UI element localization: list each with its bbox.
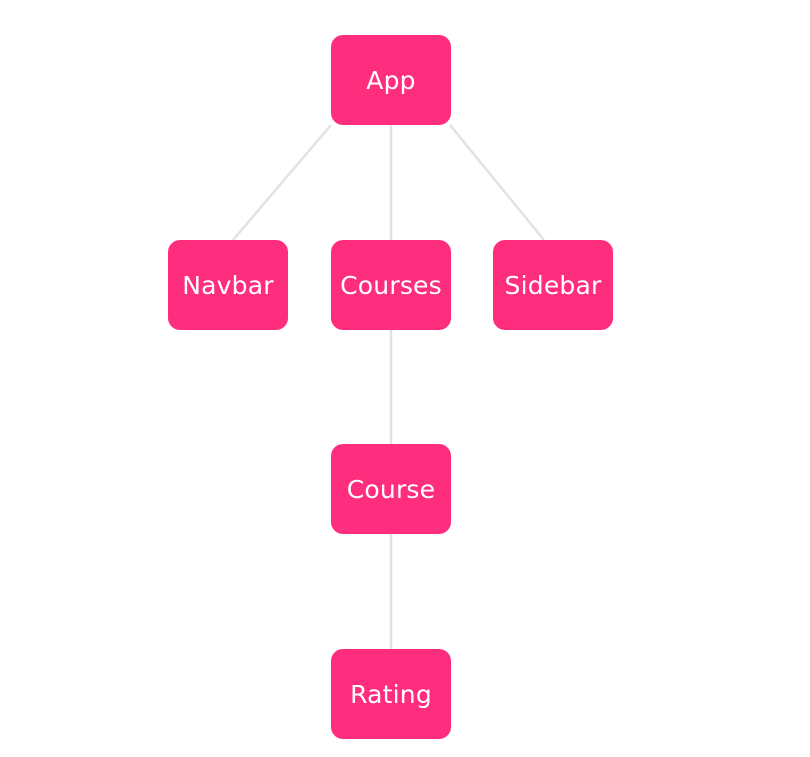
node-rating: Rating	[331, 649, 451, 739]
node-courses: Courses	[331, 240, 451, 330]
node-sidebar: Sidebar	[493, 240, 613, 330]
edge-app-sidebar	[449, 124, 545, 241]
node-app: App	[331, 35, 451, 125]
node-navbar: Navbar	[168, 240, 288, 330]
edge-app-navbar	[232, 124, 332, 241]
node-course: Course	[331, 444, 451, 534]
